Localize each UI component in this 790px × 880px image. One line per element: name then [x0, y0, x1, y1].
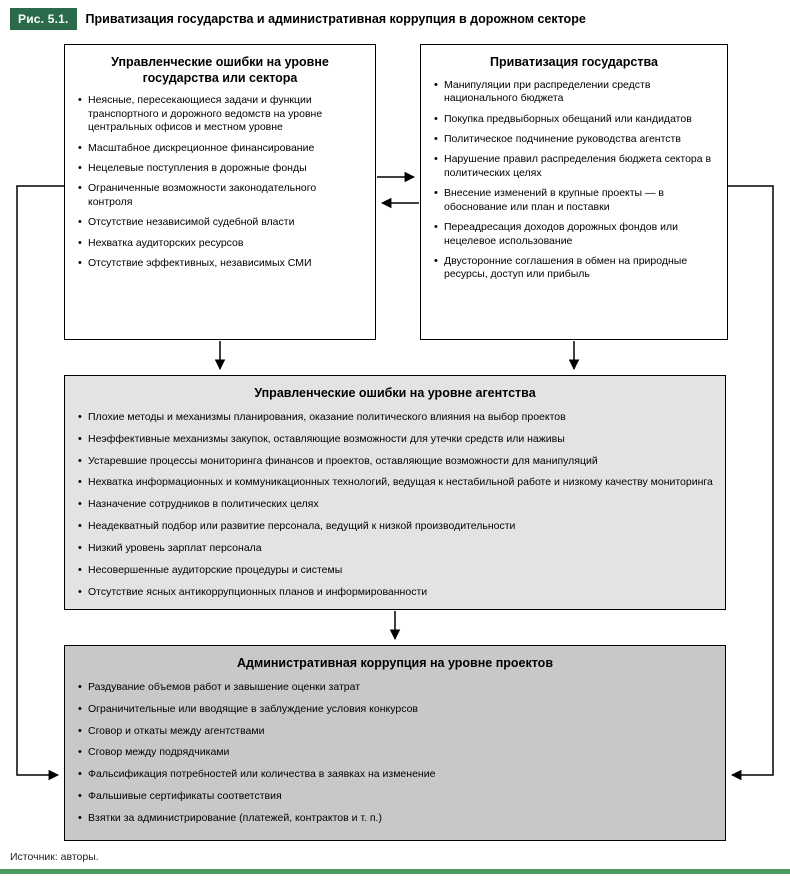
source-note: Источник: авторы. — [10, 851, 99, 863]
bullet-item: Отсутствие ясных антикоррупционных плано… — [77, 585, 713, 600]
bullet-item: Ограничительные или вводящие в заблужден… — [77, 702, 713, 717]
box-agency-errors-list: Плохие методы и механизмы планирования, … — [77, 410, 713, 600]
bullet-item: Манипуляции при распределении средств на… — [433, 78, 715, 106]
box-state-errors-title: Управленческие ошибки на уровне государс… — [111, 55, 329, 85]
box-state-capture-title: Приватизация государства — [490, 55, 658, 69]
arrow-capture-to-project — [728, 185, 774, 781]
bullet-item: Раздувание объемов работ и завышение оце… — [77, 680, 713, 695]
box-state-capture: Приватизация государства Манипуляции при… — [420, 44, 728, 340]
bullet-item: Неэффективные механизмы закупок, оставля… — [77, 432, 713, 447]
box-agency-errors: Управленческие ошибки на уровне агентств… — [64, 375, 726, 610]
box-state-capture-list: Манипуляции при распределении средств на… — [433, 78, 715, 282]
bullet-item: Плохие методы и механизмы планирования, … — [77, 410, 713, 425]
bullet-item: Ограниченные возможности законодательног… — [77, 181, 363, 209]
bullet-item: Двусторонние соглашения в обмен на приро… — [433, 254, 715, 282]
bullet-item: Фальсификация потребностей или количеств… — [77, 767, 713, 782]
box-state-errors-list: Неясные, пересекающиеся задачи и функции… — [77, 93, 363, 271]
bullet-item: Сговор между подрядчиками — [77, 745, 713, 760]
box-project-corruption-title: Административная коррупция на уровне про… — [236, 656, 553, 670]
bullet-item: Взятки за администрирование (платежей, к… — [77, 811, 713, 826]
bullet-item: Нехватка аудиторских ресурсов — [77, 236, 363, 251]
bullet-item: Отсутствие эффективных, независимых СМИ — [77, 256, 363, 271]
bullet-item: Переадресация доходов дорожных фондов ил… — [433, 220, 715, 248]
box-agency-errors-title: Управленческие ошибки на уровне агентств… — [254, 386, 536, 400]
figure-label: Рис. 5.1. — [10, 8, 77, 30]
bullet-item: Неадекватный подбор или развитие персона… — [77, 519, 713, 534]
figure-title: Приватизация государства и административ… — [85, 12, 586, 26]
bullet-item: Неясные, пересекающиеся задачи и функции… — [77, 93, 363, 134]
bullet-item: Устаревшие процессы мониторинга финансов… — [77, 453, 713, 468]
bullet-item: Фальшивые сертификаты соответствия — [77, 789, 713, 804]
bullet-item: Нарушение правил распределения бюджета с… — [433, 152, 715, 180]
bullet-item: Нецелевые поступления в дорожные фонды — [77, 161, 363, 176]
box-project-corruption: Административная коррупция на уровне про… — [64, 645, 726, 841]
box-state-errors: Управленческие ошибки на уровне государс… — [64, 44, 376, 340]
arrow-state-to-project — [16, 185, 64, 781]
bullet-item: Назначение сотрудников в политических це… — [77, 497, 713, 512]
bullet-item: Сговор и откаты между агентствами — [77, 723, 713, 738]
bullet-item: Масштабное дискреционное финансирование — [77, 141, 363, 156]
bullet-item: Покупка предвыборных обещаний или кандид… — [433, 111, 715, 126]
bullet-item: Низкий уровень зарплат персонала — [77, 541, 713, 556]
bullet-item: Политическое подчинение руководства аген… — [433, 132, 715, 147]
figure-header: Рис. 5.1. Приватизация государства и адм… — [10, 8, 586, 30]
bottom-rule — [0, 869, 790, 874]
bullet-item: Внесение изменений в крупные проекты — в… — [433, 186, 715, 214]
box-project-corruption-list: Раздувание объемов работ и завышение оце… — [77, 680, 713, 826]
bullet-item: Нехватка информационных и коммуникационн… — [77, 475, 713, 490]
bullet-item: Несовершенные аудиторские процедуры и си… — [77, 563, 713, 578]
bullet-item: Отсутствие независимой судебной власти — [77, 215, 363, 230]
